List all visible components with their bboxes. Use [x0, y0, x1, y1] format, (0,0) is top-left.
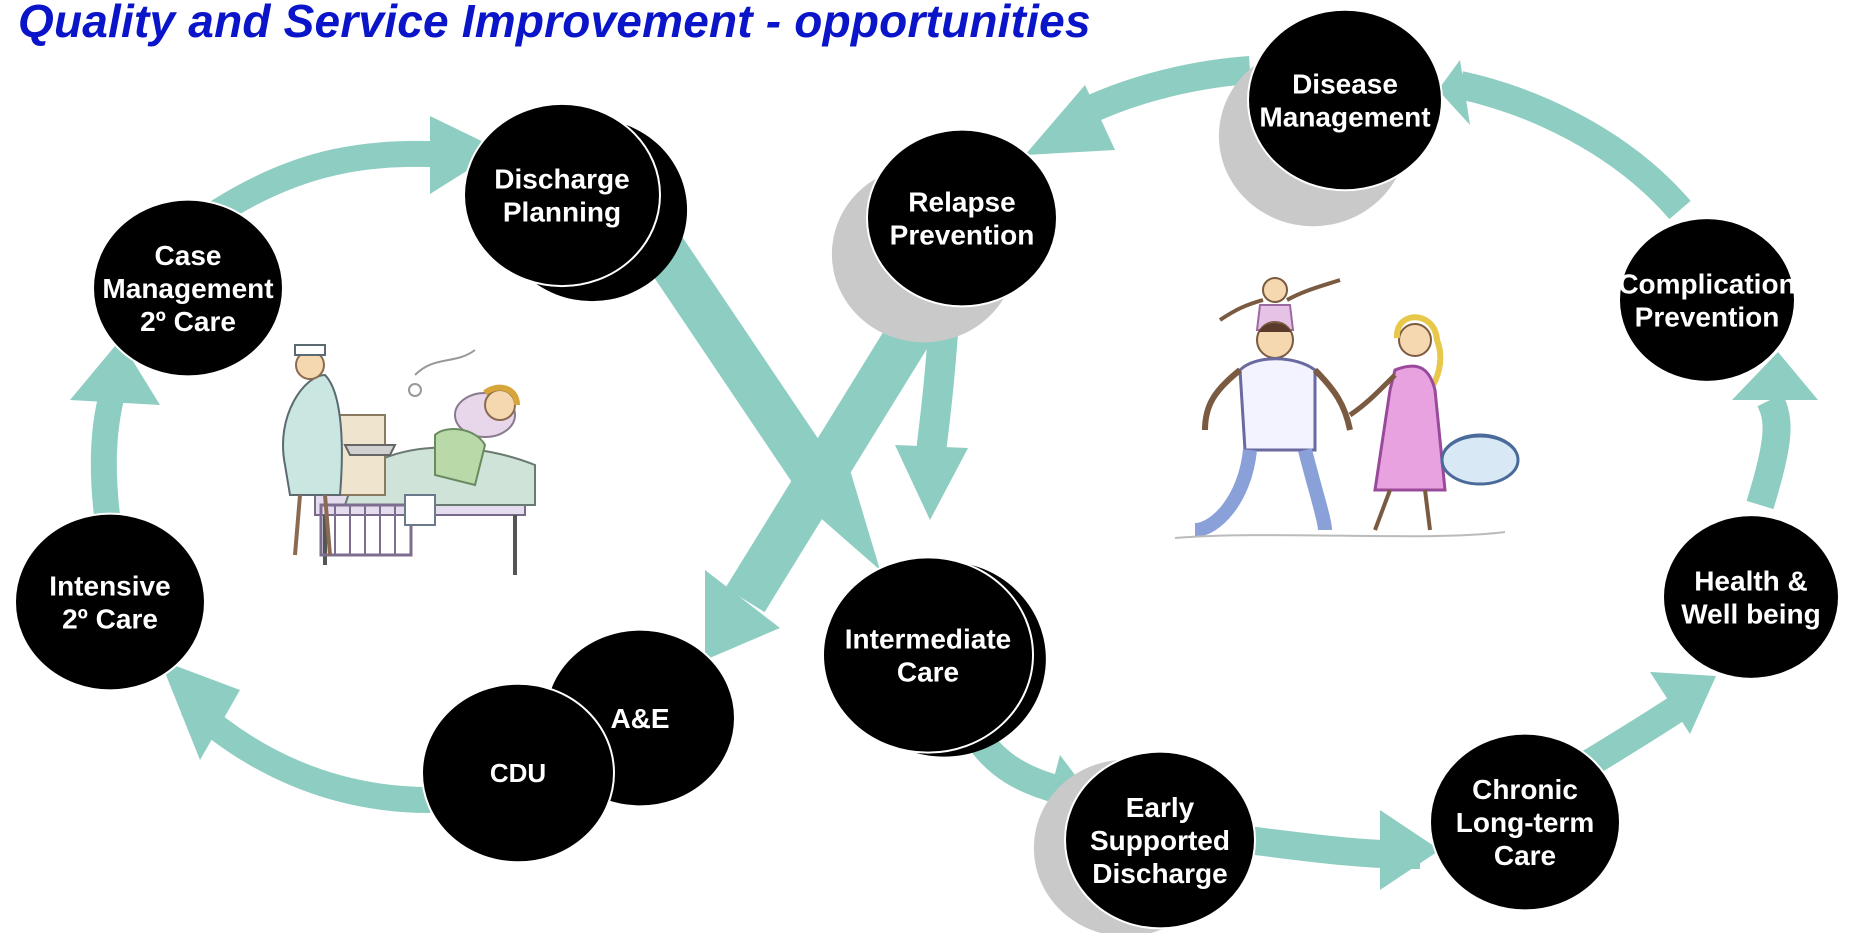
- flow-arrow: [1438, 60, 1691, 220]
- node-label-line: Supported: [1090, 825, 1230, 856]
- node-circle: [14, 512, 206, 692]
- node-label-line: Well being: [1681, 598, 1821, 629]
- node-circle: [92, 198, 284, 378]
- node-label-line: Prevention: [890, 219, 1035, 250]
- node-label-line: 2º Care: [140, 306, 236, 337]
- node-label-line: Complication: [1618, 268, 1795, 299]
- arrow-head: [1650, 672, 1716, 734]
- flow-arrow: [705, 287, 950, 660]
- node-cdu: CDU: [421, 682, 615, 864]
- hospital-bed-illustration: [282, 344, 536, 575]
- arrow-head: [1438, 60, 1470, 125]
- node-label-line: 2º Care: [62, 603, 158, 634]
- node-circle: [1429, 732, 1621, 912]
- node-label-line: Disease: [1292, 68, 1398, 99]
- node-label-line: Health &: [1694, 565, 1808, 596]
- node-label-line: Early: [1126, 792, 1195, 823]
- node-label-line: CDU: [490, 758, 546, 788]
- node-circle: [463, 102, 661, 288]
- flow-arrow: [211, 116, 500, 223]
- node-circle: [866, 128, 1058, 308]
- node-label-line: A&E: [610, 703, 669, 734]
- node-label-line: Management: [102, 273, 273, 304]
- arrow-head: [705, 570, 780, 660]
- node-label-line: Management: [1259, 101, 1430, 132]
- arrow-head: [160, 660, 240, 760]
- node-circle: [1618, 217, 1796, 383]
- node-circle: [1247, 8, 1443, 192]
- node-label-line: Discharge: [494, 163, 629, 194]
- arrow-head: [1732, 352, 1818, 400]
- node-circle: [421, 682, 615, 864]
- flow-arrow: [160, 660, 431, 813]
- arrow-head: [1380, 810, 1440, 890]
- node-circle: [1662, 514, 1840, 680]
- node-circle: [822, 556, 1034, 754]
- arrow-head: [895, 445, 968, 520]
- flow-arrow: [1025, 56, 1252, 155]
- node-label-line: Intensive: [49, 570, 170, 601]
- page-title: Quality and Service Improvement - opport…: [18, 0, 1091, 47]
- arrow-head: [1025, 85, 1115, 155]
- arrow-head: [430, 116, 500, 194]
- node-label-line: Long-term: [1456, 807, 1594, 838]
- node-circle: [1064, 750, 1256, 930]
- node-label-line: Relapse: [908, 186, 1015, 217]
- node-health-wellbeing: Health &Well being: [1662, 514, 1840, 680]
- arrow-head: [70, 340, 160, 405]
- illustrations: [282, 277, 1520, 575]
- node-label-line: Chronic: [1472, 774, 1578, 805]
- node-label-line: Discharge: [1092, 858, 1227, 889]
- node-label-line: Care: [897, 656, 959, 687]
- node-label-line: Prevention: [1635, 301, 1780, 332]
- node-label-line: Planning: [503, 196, 621, 227]
- family-illustration: [1174, 277, 1520, 539]
- node-label-line: Care: [1494, 840, 1556, 871]
- node-label-line: Intermediate: [845, 623, 1012, 654]
- flow-arrow: [1732, 352, 1818, 510]
- node-label-line: Case: [155, 240, 222, 271]
